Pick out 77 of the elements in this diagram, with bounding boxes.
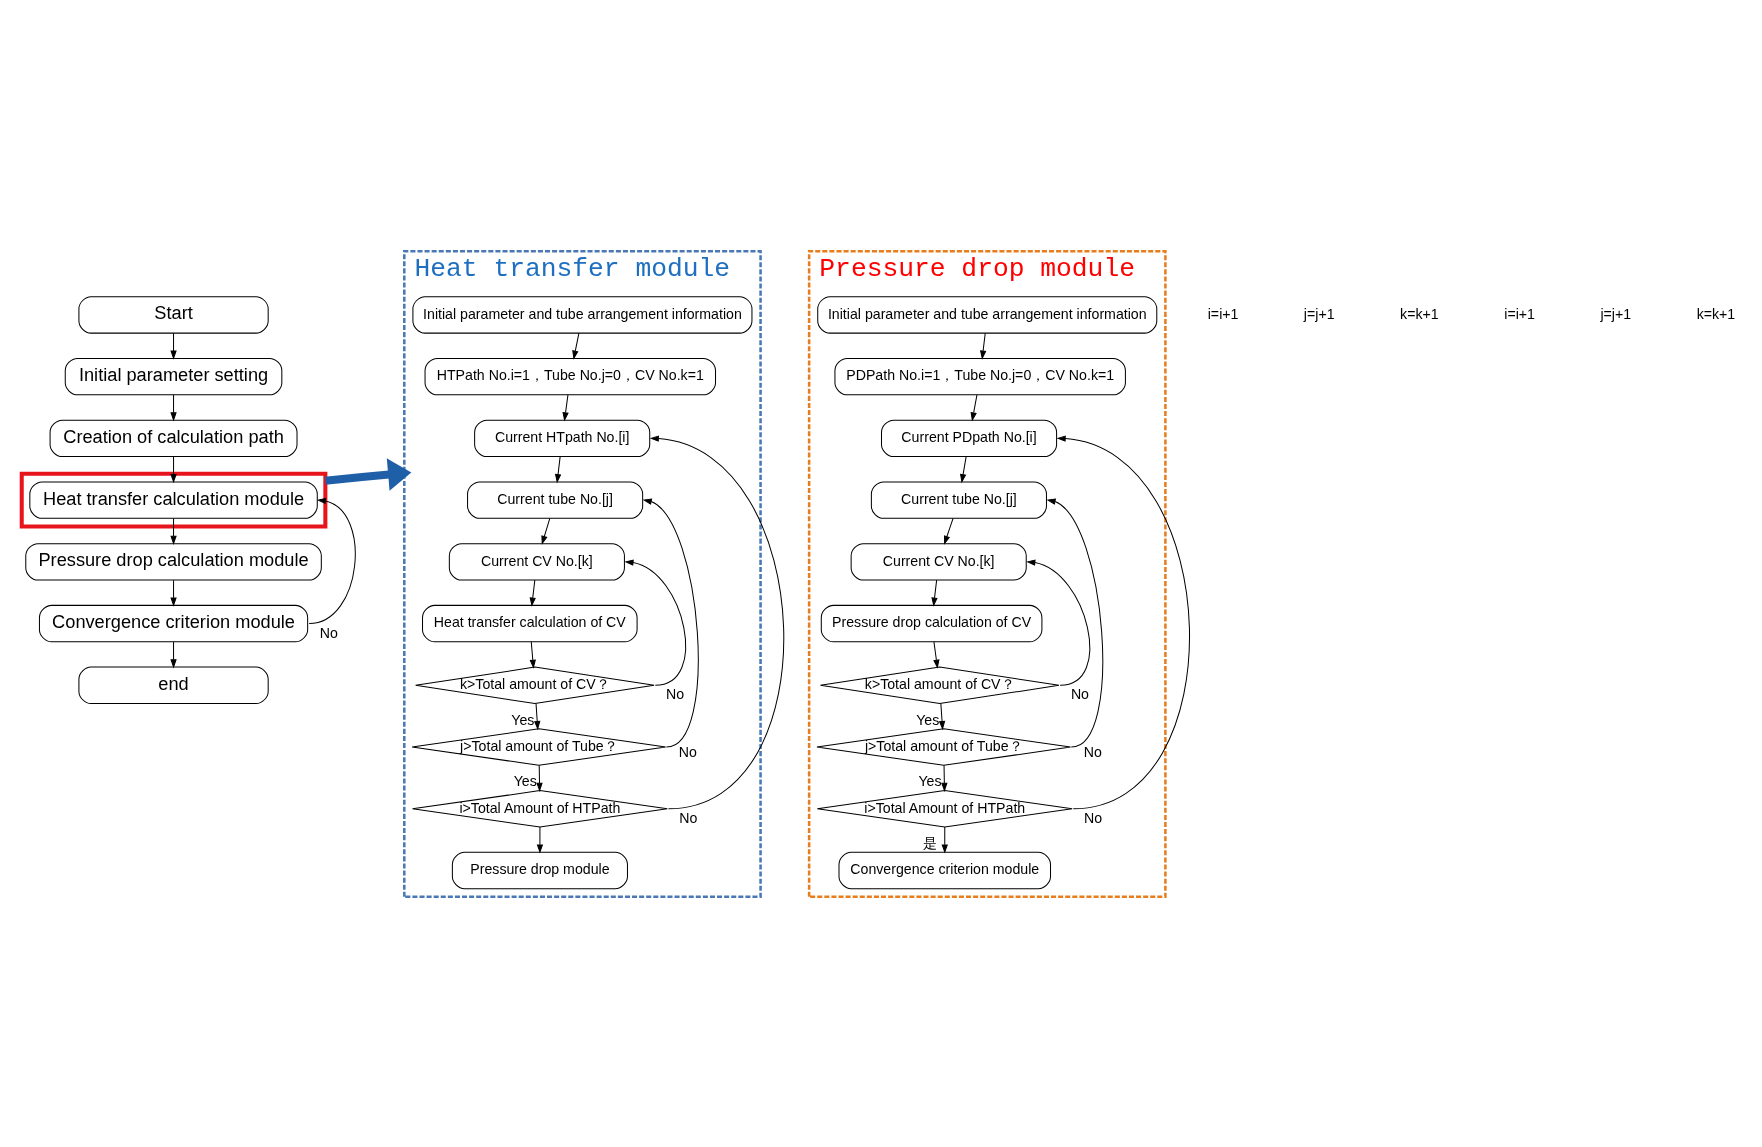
arrow <box>169 332 177 360</box>
edge-label: No <box>665 685 684 702</box>
arrow <box>1025 558 1090 686</box>
arrow <box>529 579 536 607</box>
label: k=k+1 <box>1399 305 1439 322</box>
node-diamond: j>Total amount of Tube？ <box>411 727 666 766</box>
node-box: Pressure drop calculation module <box>24 542 322 581</box>
arrow <box>571 332 579 360</box>
arrow <box>169 579 177 607</box>
node-diamond: i>Total Amount of HTPath <box>816 789 1073 828</box>
arrow <box>1046 498 1103 748</box>
edge-label: No <box>319 624 338 641</box>
arrow <box>535 764 543 792</box>
node-box: Current PDpath No.[i] <box>880 419 1057 457</box>
node-box: Pressure drop calculation of CV <box>820 604 1042 642</box>
node-box: end <box>77 666 269 704</box>
edge-label: Yes <box>915 711 939 728</box>
arrow <box>536 826 543 854</box>
node-box: HTPath No.i=1，Tube No.j=0，CV No.k=1 <box>424 357 716 395</box>
label: i=i+1 <box>1207 305 1238 322</box>
arrow <box>979 332 986 360</box>
edge-label: Yes <box>917 772 942 789</box>
arrow <box>970 393 977 421</box>
node-diamond: k>Total amount of CV？ <box>414 666 655 704</box>
label: j=j+1 <box>1303 305 1335 322</box>
arrow <box>533 702 540 730</box>
arrow <box>649 434 784 809</box>
node-box: Current HTpath No.[i] <box>473 419 650 457</box>
arrow <box>324 457 411 491</box>
edge-label: No <box>1070 685 1089 702</box>
arrow <box>1056 434 1190 809</box>
node-diamond: k>Total amount of CV？ <box>819 666 1059 704</box>
arrow <box>938 702 945 730</box>
node-box: Convergence criterion module <box>838 851 1051 889</box>
node-box: Creation of calculation path <box>49 419 298 457</box>
arrow <box>561 393 569 421</box>
arrow <box>930 579 938 607</box>
node-box: Current tube No.[j] <box>466 480 643 519</box>
arrow <box>540 517 550 545</box>
node-box: Initial parameter setting <box>64 357 282 395</box>
arrow <box>642 498 699 748</box>
label: j=j+1 <box>1599 305 1631 322</box>
arrow <box>529 640 536 669</box>
arrow <box>943 517 954 545</box>
arrow <box>308 497 356 624</box>
node-box: Current CV No.[k] <box>448 542 625 581</box>
arrow <box>932 640 940 669</box>
node-diamond: j>Total amount of Tube？ <box>815 727 1071 766</box>
edge-label: Yes <box>513 772 537 789</box>
node-diamond: i>Total Amount of HTPath <box>411 789 668 828</box>
label: k=k+1 <box>1696 305 1735 322</box>
edge-label: Yes <box>510 711 534 728</box>
edge-label: No <box>678 809 697 826</box>
label: i=i+1 <box>1503 305 1535 322</box>
arrow <box>169 455 177 483</box>
node-box: Heat transfer calculation of CV <box>421 604 638 642</box>
node-box: Pressure drop module <box>451 851 628 889</box>
edge-label: 是 <box>922 834 937 851</box>
node-box: Current tube No.[j] <box>870 480 1047 519</box>
arrow <box>169 517 177 545</box>
arrow <box>169 393 177 421</box>
node-box: Convergence criterion module <box>38 604 308 642</box>
node-box: PDPath No.i=1，Tube No.j=0，CV No.k=1 <box>833 357 1126 395</box>
edge-label: No <box>1083 809 1102 826</box>
node-box: Start <box>77 295 269 334</box>
arrow <box>940 764 948 792</box>
edge-label: No <box>678 743 697 760</box>
arrow <box>169 640 177 668</box>
arrow <box>959 455 967 483</box>
arrow <box>554 455 561 483</box>
node-box: Current CV No.[k] <box>850 542 1027 581</box>
arrow <box>941 826 948 854</box>
arrow <box>623 558 686 686</box>
edge-label: No <box>1083 743 1102 760</box>
node-box: Initial parameter and tube arrangement information <box>411 295 752 334</box>
node-box: Heat transfer calculation module <box>28 480 318 519</box>
node-box: Initial parameter and tube arrangement information <box>816 295 1157 334</box>
